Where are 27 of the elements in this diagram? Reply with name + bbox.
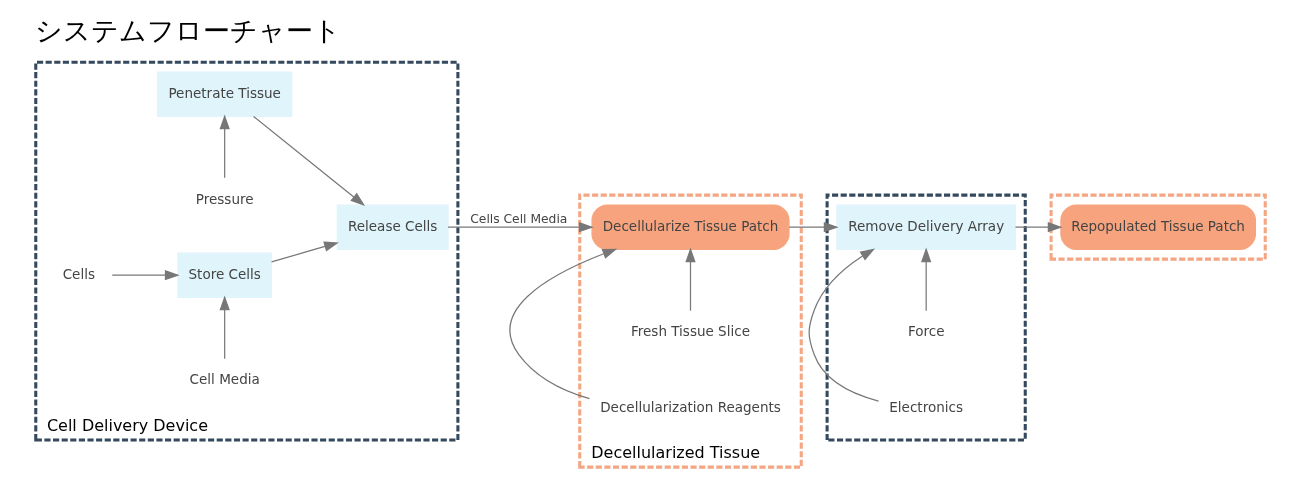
arrow: [1014, 222, 1063, 233]
arrow: [253, 115, 366, 206]
edge-label: Cells Cell Media: [470, 212, 568, 227]
arrow: [219, 295, 230, 360]
node-box: Remove Delivery Array: [836, 204, 1016, 250]
arrow: [685, 247, 696, 312]
node-text: Cell Media: [189, 371, 260, 388]
diagram-title: システムフローチャート: [34, 14, 341, 46]
node-text: Pressure: [195, 190, 254, 207]
arrow: [509, 248, 618, 400]
arrow: [808, 248, 880, 402]
node-text: Fresh Tissue Slice: [631, 323, 750, 340]
node-box: Decellularize Tissue Patch: [591, 204, 790, 250]
node-text: Electronics: [889, 398, 964, 415]
node-box: Store Cells: [177, 252, 273, 298]
arrow: [270, 241, 339, 263]
node-box: Repopulated Tissue Patch: [1060, 204, 1256, 250]
node-box: Release Cells: [336, 204, 449, 250]
arrow: [921, 247, 932, 312]
node-text: Force: [907, 323, 945, 340]
arrow: [447, 222, 594, 233]
node-text: Cells: [62, 265, 95, 282]
node-text: Decellularization Reagents: [600, 398, 781, 415]
node-box: Penetrate Tissue: [157, 71, 293, 117]
arrow: [111, 269, 180, 281]
arrow: [219, 114, 230, 179]
arrow: [788, 222, 839, 233]
